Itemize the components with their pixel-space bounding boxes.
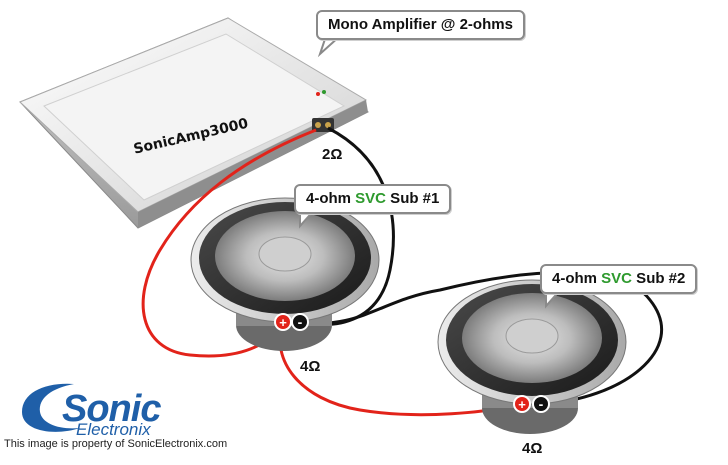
amplifier-load-label: 2Ω — [322, 146, 343, 163]
positive-wire-amp-to-sub1 — [141, 128, 317, 358]
sub2-impedance-label: 4Ω — [522, 440, 543, 457]
sub1-minus-sign: - — [298, 314, 303, 330]
sub1-negative-terminal: - — [291, 313, 309, 331]
copyright-notice: This image is property of SonicElectroni… — [4, 438, 228, 450]
sub1-callout-prefix: 4-ohm — [306, 190, 356, 207]
sub2-positive-terminal: + — [513, 395, 531, 413]
sub1-positive-terminal: + — [274, 313, 292, 331]
amplifier-callout-text: Mono Amplifier @ 2-ohms — [328, 16, 513, 33]
sub1-plus-sign: + — [279, 315, 287, 330]
amplifier-callout: Mono Amplifier @ 2-ohms — [316, 10, 525, 40]
sub1-callout-suffix: Sub #1 — [386, 190, 440, 207]
wiring — [141, 126, 664, 417]
sub2-negative-terminal: - — [532, 395, 550, 413]
amp-protect-led — [322, 90, 326, 94]
sub2-plus-sign: + — [518, 397, 526, 412]
amplifier — [19, 17, 369, 229]
sub2-callout-prefix: 4-ohm — [552, 270, 602, 287]
sonic-logo-name: Sonic — [62, 388, 161, 430]
subwoofer-1: + - — [190, 197, 380, 351]
sub1-callout: 4-ohm SVC Sub #1 — [294, 184, 452, 214]
sub1-impedance-label: 4Ω — [300, 358, 321, 375]
sonic-logo-subtitle: Electronix — [76, 420, 151, 439]
subwoofer-2: + - — [437, 279, 627, 434]
amp-power-led — [316, 92, 320, 96]
sub2-callout-svc: SVC — [601, 270, 633, 287]
sonic-logo-mark — [22, 383, 80, 432]
sub2-callout: 4-ohm SVC Sub #2 — [540, 264, 698, 294]
sub2-minus-sign: - — [539, 396, 544, 412]
sub1-callout-svc: SVC — [355, 190, 387, 207]
sub2-callout-suffix: Sub #2 — [632, 270, 686, 287]
